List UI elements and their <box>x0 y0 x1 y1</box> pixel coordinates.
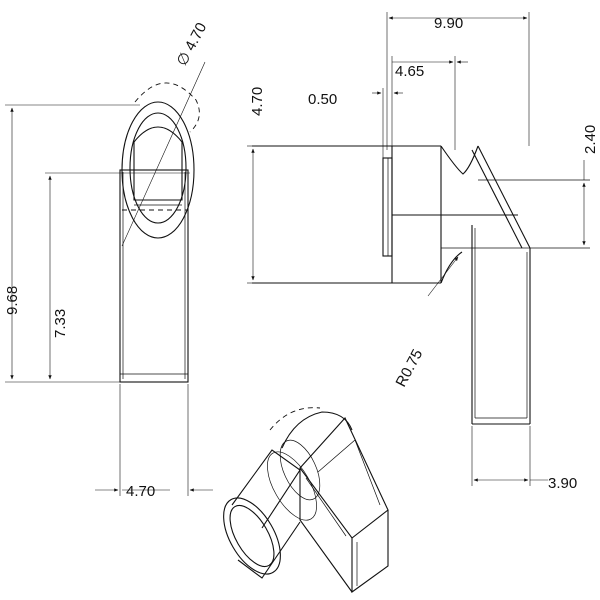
front-head-inner <box>129 112 187 224</box>
front-phantom-arc <box>134 82 200 133</box>
dim-label-fillet-radius: R0.75 <box>393 347 427 390</box>
fillet-arc <box>440 251 463 284</box>
dim-label-dia-top: ∅ 4.70 <box>174 20 211 69</box>
iso-cylinder-body <box>231 449 301 529</box>
side-view <box>247 12 590 486</box>
dim-label-slot-height: 2.40 <box>582 125 599 154</box>
dim-label-axis-height: 7.33 <box>52 309 69 338</box>
diameter-leader <box>121 81 197 247</box>
front-view <box>5 61 213 496</box>
flange <box>382 157 393 257</box>
dim-label-bottom-width: 4.70 <box>126 483 155 500</box>
fillet-leader <box>427 256 459 297</box>
iso-leg-face <box>299 417 389 539</box>
iso-cylinder-end <box>223 497 281 575</box>
dim-label-top-length: 9.90 <box>434 15 463 32</box>
front-body-outline <box>119 169 189 383</box>
front-head-outer <box>121 101 195 239</box>
dim-label-flange-thickness: 0.50 <box>308 91 337 108</box>
dim-label-inner-length: 4.65 <box>395 63 424 80</box>
isometric-view <box>223 407 389 594</box>
dim-label-leg-width: 3.90 <box>548 475 577 492</box>
dim-label-overall-height: 9.68 <box>4 286 21 315</box>
dim-label-side-height: 4.70 <box>249 87 266 116</box>
